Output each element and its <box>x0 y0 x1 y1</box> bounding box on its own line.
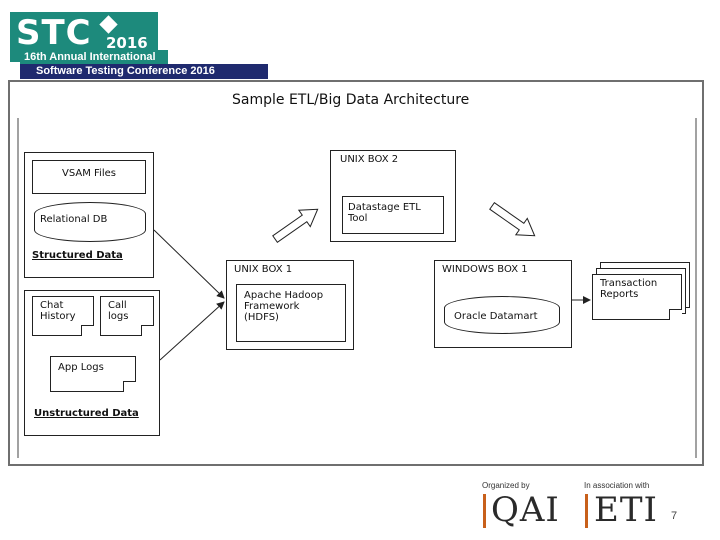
diagram-title: Sample ETL/Big Data Architecture <box>232 92 470 108</box>
conference-banner: Software Testing Conference 2016 <box>20 64 268 79</box>
vsam-files-label: VSAM Files <box>62 168 116 179</box>
qai-accent-bar <box>483 494 486 528</box>
report-doc-front <box>592 274 682 320</box>
relational-db-cylinder <box>34 202 146 242</box>
eti-accent-bar <box>585 494 588 528</box>
transaction-reports-label: Transaction Reports <box>600 278 658 300</box>
unix-box-1-title: UNIX BOX 1 <box>234 264 293 275</box>
app-logs-doc <box>50 356 136 392</box>
chat-history-label: Chat History <box>40 300 76 322</box>
relational-db-label: Relational DB <box>40 214 108 225</box>
unstructured-data-caption: Unstructured Data <box>34 408 139 419</box>
association-label: In association with <box>584 481 650 490</box>
structured-data-caption: Structured Data <box>32 250 123 261</box>
call-logs-label: Call logs <box>108 300 129 322</box>
unix-box-2-title: UNIX BOX 2 <box>340 154 399 165</box>
eti-logo: ETI <box>594 490 658 530</box>
edition-banner: 16th Annual International <box>20 50 168 64</box>
qai-logo: QAI <box>491 490 560 530</box>
stc-logo-text: STC <box>16 13 92 53</box>
hadoop-label: Apache Hadoop Framework (HDFS) <box>244 290 324 323</box>
datastage-tool-label: Datastage ETL Tool <box>348 202 421 224</box>
chat-history-doc <box>32 296 94 336</box>
diamond-icon <box>99 15 118 34</box>
hadoop-box <box>236 284 346 342</box>
page-number: 7 <box>671 510 678 522</box>
datastage-tool-box <box>342 196 444 234</box>
oracle-datamart-cylinder <box>444 296 560 334</box>
organized-by-label: Organized by <box>482 481 530 490</box>
oracle-datamart-label: Oracle Datamart <box>454 311 538 322</box>
call-logs-doc <box>100 296 154 336</box>
stc-logo-year: 2016 <box>106 34 148 52</box>
windows-box-1-title: WINDOWS BOX 1 <box>442 264 528 275</box>
app-logs-label: App Logs <box>58 362 104 373</box>
vsam-files-box <box>32 160 146 194</box>
